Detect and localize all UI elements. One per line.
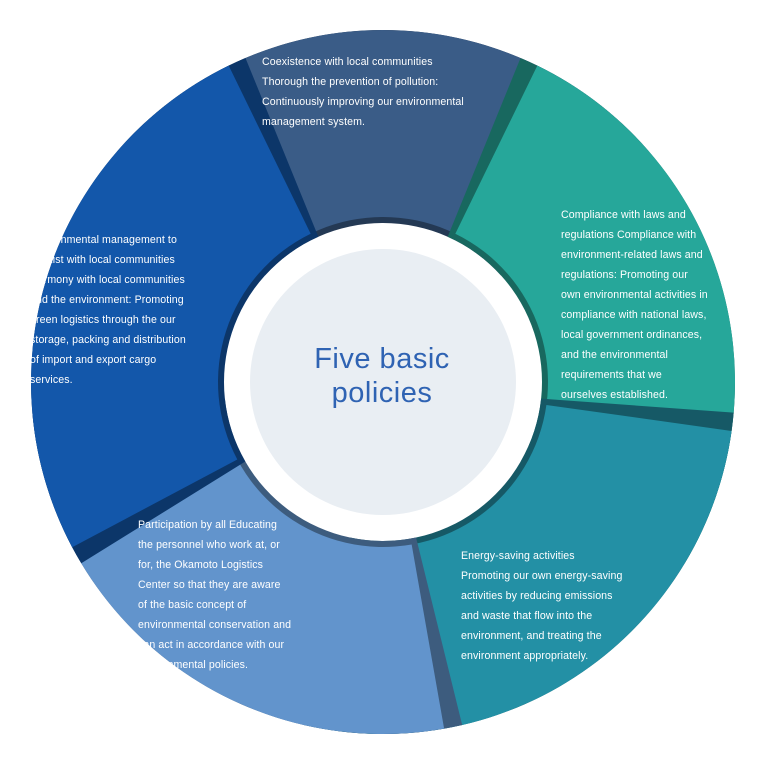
center-title-line-2: policies [331, 377, 433, 409]
policy-line: ourselves established. [561, 389, 669, 401]
policy-environmental-management-text: Environmental management to coexist with… [30, 230, 230, 390]
segments [30, 29, 736, 735]
policy-line: Promoting our own energy-saving [461, 570, 623, 582]
policy-line: environmental conservation and [138, 619, 292, 631]
policy-line: own environmental activities in [561, 289, 708, 301]
policy-line: activities by reducing emissions [461, 590, 613, 602]
policy-line: of import and export cargo [30, 354, 157, 366]
policy-segment-environmental-management [30, 65, 311, 548]
policy-line: environment appropriately. [461, 650, 589, 662]
policy-line: local government ordinances, [561, 329, 703, 341]
policy-line: services. [30, 374, 73, 386]
policy-line: and the environmental [561, 349, 668, 361]
policy-line: Participation by all Educating [138, 519, 278, 531]
policy-line: and the environment: Promoting [30, 294, 184, 306]
policy-line: storage, packing and distribution [30, 334, 186, 346]
policy-participation-text: Participation by all Educating the perso… [138, 515, 348, 675]
policy-line: requirements that we [561, 369, 662, 381]
policy-line: can act in accordance with our [138, 639, 285, 651]
policy-line: environment-related laws and [561, 249, 703, 261]
policy-line: Environmental management to [30, 234, 177, 246]
center-disc [250, 249, 516, 515]
center-title-line-1: Five basic [314, 343, 450, 375]
policy-line: for, the Okamoto Logistics [138, 559, 264, 571]
policy-line: Compliance with laws and [561, 209, 686, 221]
policy-line: compliance with national laws, [561, 309, 707, 321]
policy-line: Coexistence with local communities [262, 56, 433, 68]
center-title: Five basic policies [250, 342, 514, 410]
policy-line: environmental policies. [138, 659, 249, 671]
policy-line: the personnel who work at, or [138, 539, 280, 551]
policy-line: green logistics through the our [30, 314, 176, 326]
policy-line: Harmony with local communities [30, 274, 185, 286]
policy-line: and waste that flow into the [461, 610, 593, 622]
policy-local-communities-text: Coexistence with local communities Thoro… [262, 52, 522, 132]
policy-line: Thorough the prevention of pollution: [262, 76, 439, 88]
policy-line: environment, and treating the [461, 630, 602, 642]
policy-line: coexist with local communities [30, 254, 175, 266]
policy-line: management system. [262, 116, 366, 128]
policy-line: Energy-saving activities [461, 550, 575, 562]
policy-energy-saving-text: Energy-saving activities Promoting our o… [461, 546, 671, 666]
policy-line: of the basic concept of [138, 599, 247, 611]
policy-line: Center so that they are aware [138, 579, 281, 591]
policy-line: Continuously improving our environmental [262, 96, 464, 108]
policy-compliance-text: Compliance with laws and regulations Com… [561, 205, 751, 405]
policy-line: regulations: Promoting our [561, 269, 688, 281]
policy-line: regulations Compliance with [561, 229, 697, 241]
